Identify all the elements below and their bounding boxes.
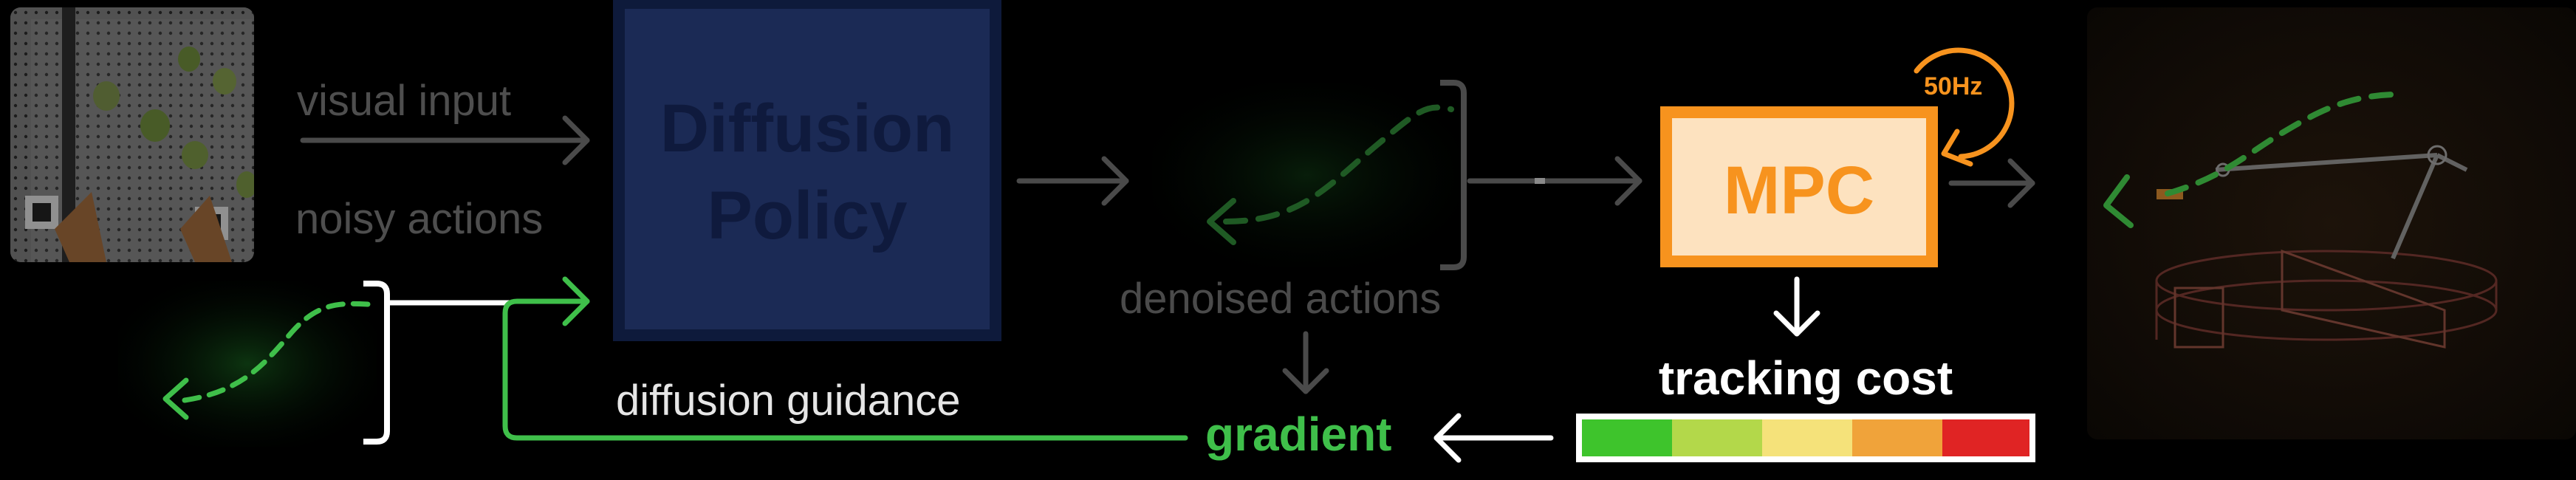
- rate-label: 50Hz: [1924, 72, 1983, 100]
- denoised-to-gradient-arrow: [1282, 331, 1329, 394]
- loop-icon: [1914, 47, 2015, 167]
- denoised-bracket: [1440, 80, 1467, 270]
- robot-arrowhead-icon: [2103, 174, 2134, 228]
- noisy-arrowhead-icon: [162, 377, 189, 420]
- guidance-loop-arrow: [502, 276, 1188, 441]
- diffusion-guidance-label: diffusion guidance: [616, 377, 961, 425]
- tracking-cost-bar: [1576, 414, 2035, 462]
- robot-image: [2087, 7, 2576, 439]
- denoised-actions-label: denoised actions: [1120, 275, 1442, 323]
- robot-drone-icon: [2155, 145, 2498, 349]
- mpc-to-robot-arrow: [1948, 158, 2035, 208]
- robot-trajectory: [2165, 92, 2396, 196]
- mpc-label: MPC: [1723, 153, 1875, 228]
- tracking-cost-label: tracking cost: [1658, 352, 1953, 405]
- camera-view-icon: [10, 7, 254, 262]
- denoised-to-mpc-arrow: [1467, 156, 1642, 206]
- visual-input-label: visual input: [297, 77, 512, 125]
- cost-to-gradient-arrow: [1433, 413, 1554, 463]
- diffusion-policy-block: [613, 0, 1001, 341]
- noisy-bracket: [363, 281, 390, 445]
- policy-to-denoised-arrow: [1016, 156, 1129, 206]
- noisy-trajectory: [182, 301, 371, 403]
- denoised-actions-panel: [1152, 83, 1462, 267]
- diffusion-policy-title-line2: Policy: [707, 178, 908, 253]
- mpc-block: [1660, 106, 1938, 267]
- mpc-to-cost-arrow: [1773, 276, 1820, 337]
- denoised-arrowhead-icon: [1207, 198, 1236, 245]
- noisy-actions-label: noisy actions: [295, 195, 544, 243]
- camera-image-stack: [10, 7, 254, 262]
- gradient-label: gradient: [1205, 408, 1392, 461]
- visual-input-arrow: [300, 115, 590, 165]
- diffusion-policy-title-line1: Diffusion: [660, 91, 955, 166]
- noisy-actions-panel: [118, 281, 377, 447]
- denoised-trajectory: [1223, 104, 1454, 224]
